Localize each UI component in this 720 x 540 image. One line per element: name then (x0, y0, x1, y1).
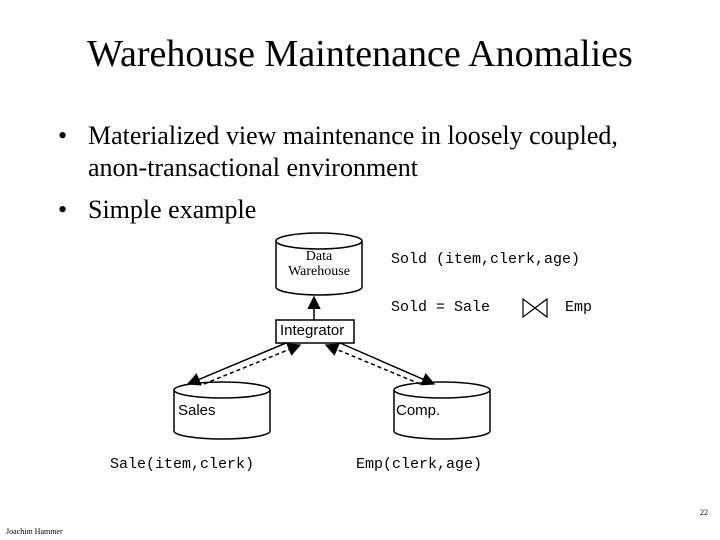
bullet-dot: • (58, 121, 68, 150)
integrator-to-sales-arrow (186, 342, 287, 386)
comp-schema: Emp(clerk,age) (356, 456, 483, 473)
join-icon (522, 297, 548, 319)
bullet-1-line-1: Materialized view maintenance in loosely… (88, 121, 618, 150)
data-warehouse-cylinder (275, 232, 363, 296)
data-warehouse-label-line-1: Data (305, 249, 333, 264)
sales-schema: Sale(item,clerk) (110, 456, 255, 473)
comp-label: Comp. (396, 402, 441, 419)
view-definition-right: Emp (565, 299, 593, 316)
bullet-dot: • (58, 195, 68, 224)
sales-cylinder (173, 381, 271, 440)
author-name: Joachim Hammer (6, 527, 63, 536)
page-number: 22 (700, 508, 708, 517)
data-warehouse-label-line-2: Warehouse (288, 264, 350, 279)
integrator-to-comp-arrow (339, 342, 436, 386)
sales-label: Sales (178, 402, 216, 419)
view-schema: Sold (item,clerk,age) (391, 251, 581, 268)
slide-title: Warehouse Maintenance Anomalies (87, 33, 633, 75)
comp-cylinder (393, 381, 491, 440)
bullet-1-line-2: anon-transactional environment (88, 153, 418, 182)
view-definition-left: Sold = Sale (391, 299, 491, 316)
comp-to-integrator-dashed-arrow (324, 343, 421, 385)
sales-to-integrator-dashed-arrow (203, 343, 302, 385)
integrator-box (275, 319, 355, 344)
bullet-2-line-1: Simple example (88, 195, 257, 224)
integrator-label: Integrator (280, 322, 345, 339)
